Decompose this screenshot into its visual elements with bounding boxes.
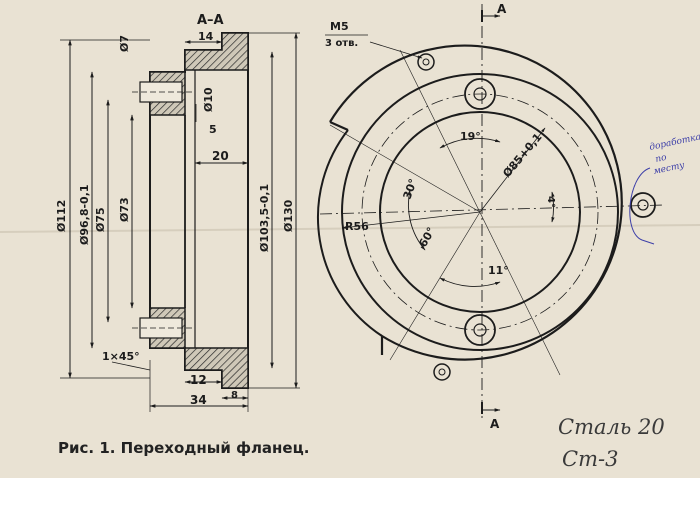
angle-19: 19°: [460, 130, 481, 143]
m5-hole-bottom-inner: [438, 368, 446, 376]
dim-8: 8: [231, 390, 238, 401]
mount-hole-right-inner: [637, 199, 649, 211]
horizontal-axis: [319, 204, 666, 215]
dim-5: 5: [209, 123, 217, 136]
section-marker-bottom: А: [490, 417, 500, 431]
dim-d112: Ø112: [55, 200, 68, 232]
dim-d968: Ø96,8-0,1: [78, 184, 91, 245]
note-bracket: [629, 167, 655, 245]
arc-30: [407, 189, 426, 251]
dim-d1035: Ø103,5-0,1: [258, 184, 271, 252]
flange-cut-edge: [317, 129, 383, 337]
section-title: А–А: [197, 13, 224, 28]
material-line-2: Ст-3: [562, 447, 618, 471]
paper-fold: [0, 224, 700, 233]
dim-d73: Ø73: [118, 197, 131, 222]
m5-leader: [369, 41, 423, 59]
flange-outer-edge: [329, 44, 623, 361]
section-marker-top: А: [497, 2, 507, 16]
section-view: А–А 14 Ø7 Ø10 5 20 Ø112 Ø96,8-0,1 Ø75 Ø7…: [55, 13, 300, 412]
d85-leader: [479, 127, 546, 213]
radial-line-3: [329, 124, 481, 213]
dim-d130: Ø130: [282, 199, 295, 232]
arc-19: [439, 137, 501, 149]
mount-hole-top: [464, 78, 496, 110]
material-line-1: Сталь 20: [558, 415, 665, 439]
m5-hole-bottom: [433, 363, 451, 381]
chamfer-leader: [111, 361, 151, 371]
mount-hole-top-inner: [473, 87, 487, 101]
bore-circle: [379, 111, 581, 313]
dim-14: 14: [198, 30, 214, 43]
dim-34: 34: [190, 393, 207, 407]
dim-d75: Ø75: [94, 207, 107, 232]
mount-hole-bottom: [464, 314, 496, 346]
mount-hole-bottom-inner: [473, 323, 487, 337]
dim-d10: Ø10: [202, 87, 215, 112]
angle-11: 11°: [488, 264, 509, 277]
hatch-bottom: [184, 347, 249, 389]
bolt-circle: [361, 93, 599, 331]
holes-label: 3 отв.: [325, 38, 358, 49]
arc-4: [551, 191, 555, 223]
radial-line-2: [389, 211, 481, 361]
note-line-2: по: [655, 153, 669, 165]
dim-chamfer: 1×45°: [102, 350, 140, 363]
m5-hole-top: [417, 53, 435, 71]
dim-d7: Ø7: [118, 35, 131, 52]
dim-20: 20: [212, 149, 229, 163]
arc-11: [439, 277, 501, 287]
paper: [0, 0, 700, 478]
m5-hole-top-inner: [422, 58, 430, 66]
angle-4: 4°: [545, 196, 556, 208]
radius-56: R56: [345, 220, 369, 233]
hub-outer-circle: [341, 73, 619, 351]
thread-label: M5: [330, 20, 349, 33]
dim-12: 12: [190, 373, 207, 387]
figure-caption: Рис. 1. Переходный фланец.: [58, 439, 309, 457]
